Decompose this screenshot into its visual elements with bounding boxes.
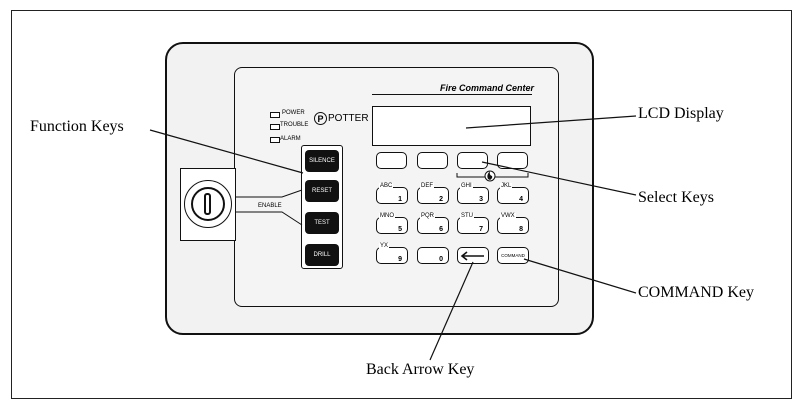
callout-select-keys: Select Keys [638,189,714,206]
key-7[interactable]: STU 7 [457,213,489,234]
fire-icon [484,170,496,182]
trouble-led-label: TROUBLE [280,122,309,128]
key-digit: 1 [398,196,402,203]
lock-keyslot [204,193,211,215]
alarm-led [270,137,280,143]
power-led-label: POWER [282,110,305,116]
figure-frame [11,10,792,399]
brand-name: POTTER [328,113,369,124]
key-0[interactable]: 0 [417,247,449,264]
back-arrow-button[interactable] [457,247,489,264]
key-digit: 2 [439,196,443,203]
leader-back-arrow-key [429,261,474,361]
select-key-2[interactable] [417,152,448,169]
key-digit: 4 [519,196,523,203]
key-letters: ABC [379,183,394,189]
lcd-display [372,106,531,146]
callout-function-keys: Function Keys [30,118,124,135]
key-8[interactable]: VWX 8 [497,213,529,234]
key-1[interactable]: ABC 1 [376,183,408,204]
key-letters: MNO [379,213,395,219]
trouble-led [270,124,280,130]
key-9[interactable]: YX 9 [376,243,408,264]
silence-button[interactable]: SILENCE [305,150,339,172]
enable-line-upper [236,189,303,198]
key-5[interactable]: MNO 5 [376,213,408,234]
key-2[interactable]: DEF 2 [417,183,449,204]
key-letters: JKL [500,183,513,189]
key-digit: 7 [479,226,483,233]
potter-logo-icon: P [314,112,327,125]
key-letters: STU [460,213,474,219]
key-digit: 8 [519,226,523,233]
key-digit: 0 [439,256,443,263]
select-key-1[interactable] [376,152,407,169]
key-letters: VWX [500,213,516,219]
reset-button[interactable]: RESET [305,180,339,202]
back-arrow-icon [460,250,484,261]
key-digit: 3 [479,196,483,203]
leader-lcd-display [465,115,637,129]
key-letters: DEF [420,183,434,189]
alarm-led-label: ALARM [280,136,301,142]
key-digit: 6 [439,226,443,233]
key-letters: GHI [460,183,473,189]
key-4[interactable]: JKL 4 [497,183,529,204]
key-letters: PQR [420,213,436,219]
command-button[interactable]: COMMAND [497,247,529,264]
panel-title: Fire Command Center [439,83,534,93]
enable-label: ENABLE [258,203,282,209]
key-6[interactable]: PQR 6 [417,213,449,234]
key-digit: 5 [398,226,402,233]
callout-back-arrow-key: Back Arrow Key [366,361,475,378]
key-letters: YX [379,243,390,249]
power-led [270,112,280,118]
leader-command-key [523,258,637,294]
callout-lcd-display: LCD Display [638,105,724,122]
select-key-3[interactable] [457,152,488,169]
title-underline [372,94,532,95]
test-button[interactable]: TEST [305,212,339,234]
callout-command-key: COMMAND Key [638,284,754,301]
leader-select-keys [481,161,637,196]
leader-function-keys [149,129,304,174]
key-3[interactable]: GHI 3 [457,183,489,204]
drill-button[interactable]: DRILL [305,244,339,266]
key-digit: 9 [398,256,402,263]
enable-line-lower [236,211,303,226]
potter-logo: P POTTER [314,112,369,125]
